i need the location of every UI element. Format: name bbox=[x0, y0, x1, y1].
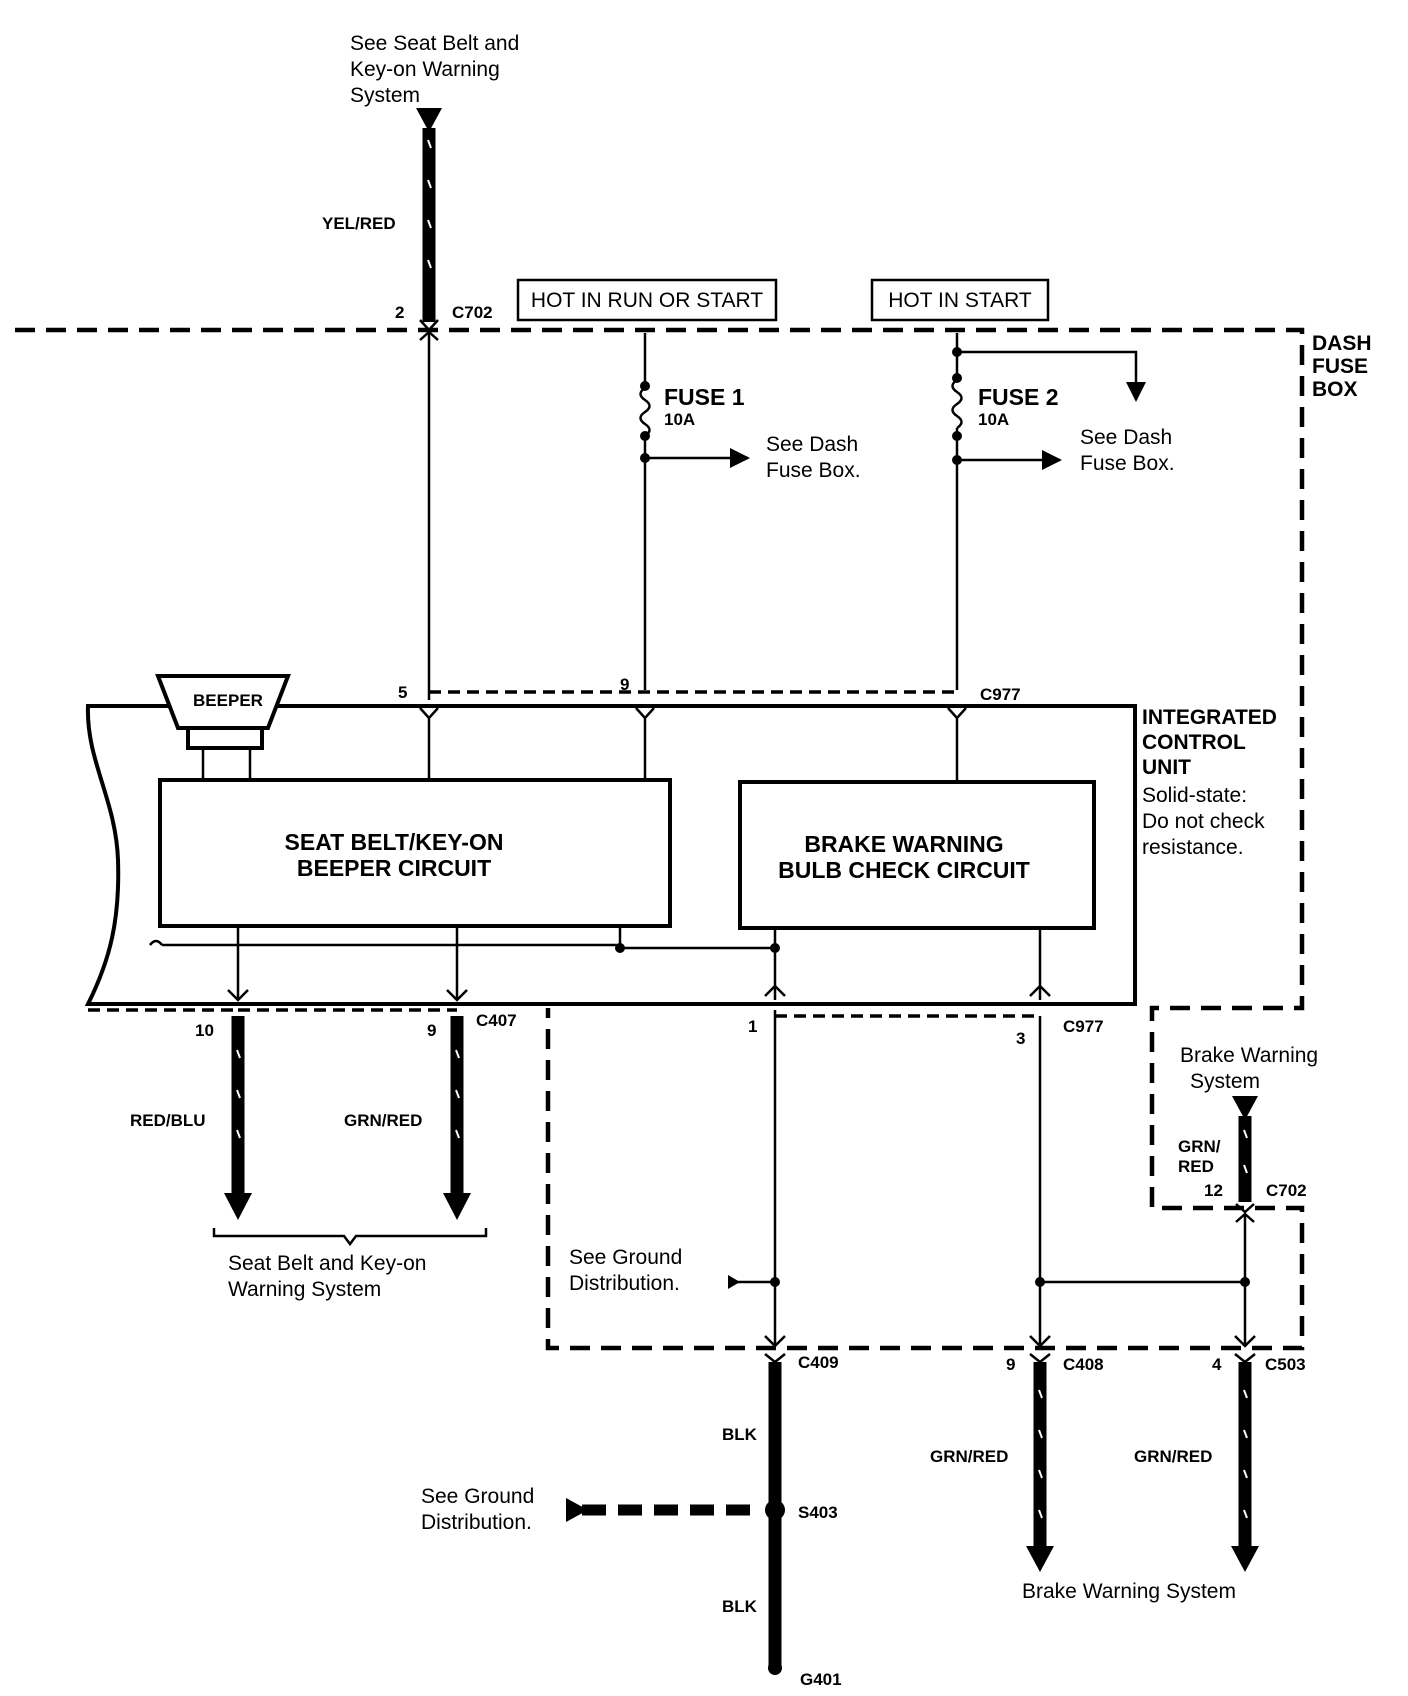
pin-10-label: 10 bbox=[195, 1021, 214, 1040]
seat-belt-circuit-line-2: BEEPER CIRCUIT bbox=[297, 855, 491, 881]
top-ref-line-2: Key-on Warning bbox=[350, 58, 500, 81]
pin-4-label: 4 bbox=[1212, 1355, 1222, 1374]
see-dash-1-line-1: See Dash bbox=[766, 433, 858, 456]
seat-belt-sys-line-1: Seat Belt and Key-on bbox=[228, 1252, 426, 1275]
brake-sys-right-arrow-icon bbox=[1232, 1096, 1258, 1120]
c409-connector-icon bbox=[764, 1353, 786, 1364]
see-dash-2-line-1: See Dash bbox=[1080, 426, 1172, 449]
c407-label: C407 bbox=[476, 1011, 517, 1030]
s403-label: S403 bbox=[798, 1503, 838, 1522]
brake-sys-right-line-2: System bbox=[1190, 1070, 1260, 1093]
icu-label-1: INTEGRATED bbox=[1142, 706, 1277, 729]
c503-connector-icon bbox=[1234, 1353, 1256, 1364]
top-wire-arrow-icon bbox=[416, 108, 442, 132]
blk-2-label: BLK bbox=[722, 1597, 758, 1616]
c408-connector-icon bbox=[1029, 1353, 1051, 1364]
brake-sys-right-line-1: Brake Warning bbox=[1180, 1044, 1318, 1067]
beeper-icon bbox=[155, 674, 291, 730]
hot-start-label: HOT IN START bbox=[888, 289, 1032, 312]
pin-9-c408-label: 9 bbox=[1006, 1355, 1015, 1374]
hot-start-box bbox=[870, 278, 1050, 322]
grn-red-2-line-1: GRN/ bbox=[1178, 1137, 1221, 1156]
c977-bottom-label: C977 bbox=[1063, 1017, 1104, 1036]
brake-circuit-line-1: BRAKE WARNING bbox=[804, 831, 1003, 857]
icu-note-3: resistance. bbox=[1142, 836, 1244, 859]
grn-red-3-arrow-icon bbox=[1026, 1546, 1054, 1572]
c408-label: C408 bbox=[1063, 1355, 1104, 1374]
see-ground-1-line-1: See Ground bbox=[569, 1246, 682, 1269]
fuse-1-label: FUSE 1 bbox=[664, 384, 745, 410]
pin-5-label: 5 bbox=[398, 683, 407, 702]
g401-label: G401 bbox=[800, 1670, 842, 1689]
pin-12-label: 12 bbox=[1204, 1181, 1223, 1200]
red-blu-label: RED/BLU bbox=[130, 1111, 206, 1130]
icu-label-3: UNIT bbox=[1142, 756, 1191, 779]
hot-run-start-label: HOT IN RUN OR START bbox=[531, 289, 763, 312]
brake-warning-bulb-check-circuit bbox=[738, 780, 1096, 930]
s403-splice-icon bbox=[765, 1500, 785, 1520]
see-ground-2-arrow-icon bbox=[566, 1498, 588, 1522]
pin-1-label: 1 bbox=[748, 1017, 757, 1036]
grn-red-1-label: GRN/RED bbox=[344, 1111, 422, 1130]
c702-right-label: C702 bbox=[1266, 1181, 1307, 1200]
yel-red-label: YEL/RED bbox=[322, 214, 396, 233]
hot-run-start-box bbox=[516, 278, 778, 322]
grn-red-3-label: GRN/RED bbox=[930, 1447, 1008, 1466]
fuse-2-top-arrow bbox=[957, 350, 1146, 402]
seat-belt-brace bbox=[212, 1228, 488, 1247]
pin-3-label: 3 bbox=[1016, 1029, 1025, 1048]
brake-sys-bottom-label: Brake Warning System bbox=[1022, 1580, 1236, 1603]
pin-9-bottom-label: 9 bbox=[427, 1021, 436, 1040]
seat-belt-beeper-circuit bbox=[158, 778, 672, 928]
see-ground-1-arrow-icon bbox=[728, 1275, 740, 1289]
fuse-1-amp: 10A bbox=[664, 410, 695, 429]
blk-1-label: BLK bbox=[722, 1425, 758, 1444]
c702-top-label: C702 bbox=[452, 303, 493, 322]
brake-circuit-line-2: BULB CHECK CIRCUIT bbox=[778, 857, 1030, 883]
top-ref-line-1: See Seat Belt and bbox=[350, 32, 519, 55]
beeper-label: BEEPER bbox=[193, 691, 263, 710]
icu-note-1: Solid-state: bbox=[1142, 784, 1247, 807]
c977-top-label: C977 bbox=[980, 685, 1021, 704]
c409-label: C409 bbox=[798, 1353, 839, 1372]
g401-ground-icon bbox=[768, 1661, 782, 1675]
fuse-2-icon bbox=[951, 378, 963, 430]
top-ref-line-3: System bbox=[350, 84, 420, 107]
icu-label-2: CONTROL bbox=[1142, 731, 1246, 754]
see-ground-2-line-2: Distribution. bbox=[421, 1511, 532, 1534]
wire-stripe-ticks bbox=[427, 139, 432, 269]
dash-fuse-box-label-3: BOX bbox=[1312, 378, 1358, 401]
fuse-2-amp: 10A bbox=[978, 410, 1009, 429]
fuse-1-icon bbox=[639, 386, 651, 438]
dash-fuse-box-label-1: DASH bbox=[1312, 332, 1372, 355]
c702-top-pin: 2 bbox=[395, 303, 404, 322]
red-blu-arrow-icon bbox=[224, 1193, 252, 1220]
grn-red-2-line-2: RED bbox=[1178, 1157, 1214, 1176]
see-ground-2-line-1: See Ground bbox=[421, 1485, 534, 1508]
top-reference-label: See Seat Belt and Key-on Warning System bbox=[350, 32, 519, 107]
icu-note-2: Do not check bbox=[1142, 810, 1265, 833]
fuse-2-label: FUSE 2 bbox=[978, 384, 1059, 410]
grn-red-1-arrow-icon bbox=[443, 1193, 471, 1220]
integrated-control-unit-outline bbox=[84, 704, 1137, 1006]
see-dash-2-line-2: Fuse Box. bbox=[1080, 452, 1175, 475]
see-ground-1-line-2: Distribution. bbox=[569, 1272, 680, 1295]
c503-label: C503 bbox=[1265, 1355, 1306, 1374]
seat-belt-circuit-line-1: SEAT BELT/KEY-ON bbox=[285, 829, 504, 855]
grn-red-4-label: GRN/RED bbox=[1134, 1447, 1212, 1466]
grn-red-4-arrow-icon bbox=[1231, 1546, 1259, 1572]
dash-fuse-box-outline bbox=[15, 327, 1305, 1351]
see-dash-1-line-2: Fuse Box. bbox=[766, 459, 861, 482]
dash-fuse-box-label-2: FUSE bbox=[1312, 355, 1368, 378]
pin-9-top-label: 9 bbox=[620, 675, 629, 694]
seat-belt-sys-line-2: Warning System bbox=[228, 1278, 381, 1301]
